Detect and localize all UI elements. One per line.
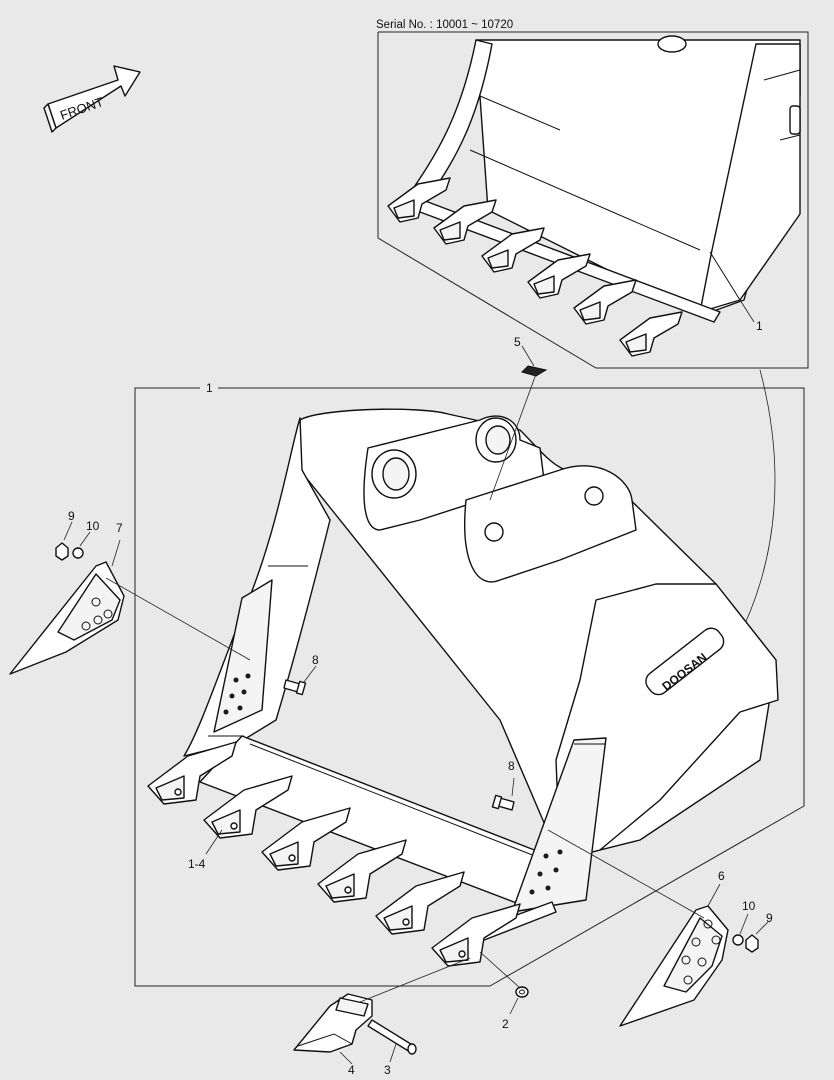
callout-tooth-adapter: 1-4 — [188, 857, 206, 871]
serial-number-label: Serial No. : 10001 ~ 10720 — [376, 19, 513, 31]
callout-main-bucket: 1 — [206, 381, 213, 395]
callout-bolt-left: 8 — [312, 653, 319, 667]
inset-bucket-drawing — [403, 35, 801, 323]
callout-tooth-point: 4 — [348, 1063, 355, 1077]
washer-left-part — [72, 547, 84, 559]
bolt-left-part — [283, 679, 307, 696]
nut-left-part — [55, 542, 69, 561]
main-teeth — [147, 741, 521, 967]
washer-right-part — [732, 934, 744, 946]
callout-pin-seal: 2 — [502, 1017, 509, 1031]
inset-teeth — [387, 177, 683, 357]
callout-nut-left: 9 — [68, 509, 75, 523]
right-side-cutter-part — [619, 905, 729, 1027]
nut-right-part — [745, 934, 759, 953]
pin-seal-part — [515, 986, 529, 998]
callout-side-cutter-right: 6 — [718, 869, 725, 883]
main-panel-frame-right — [218, 387, 805, 987]
callout-inset-bucket: 1 — [756, 319, 763, 333]
callout-bolt-right: 8 — [508, 759, 515, 773]
pin-part — [367, 1019, 417, 1055]
tooth-point-part — [293, 993, 373, 1053]
lifting-lug-part — [521, 365, 548, 377]
left-side-cutter-part — [9, 561, 125, 675]
main-panel-frame-left — [134, 387, 490, 987]
callout-side-cutter-left: 7 — [116, 521, 123, 535]
front-arrow-icon — [43, 65, 141, 133]
callout-washer-right: 10 — [742, 899, 756, 913]
bolt-right-part — [491, 794, 515, 811]
callout-pin: 3 — [384, 1063, 391, 1077]
inset-panel — [377, 31, 809, 369]
callout-nut-right: 9 — [766, 911, 773, 925]
callout-lifting-lug: 5 — [514, 335, 521, 349]
callout-washer-left: 10 — [86, 519, 100, 533]
